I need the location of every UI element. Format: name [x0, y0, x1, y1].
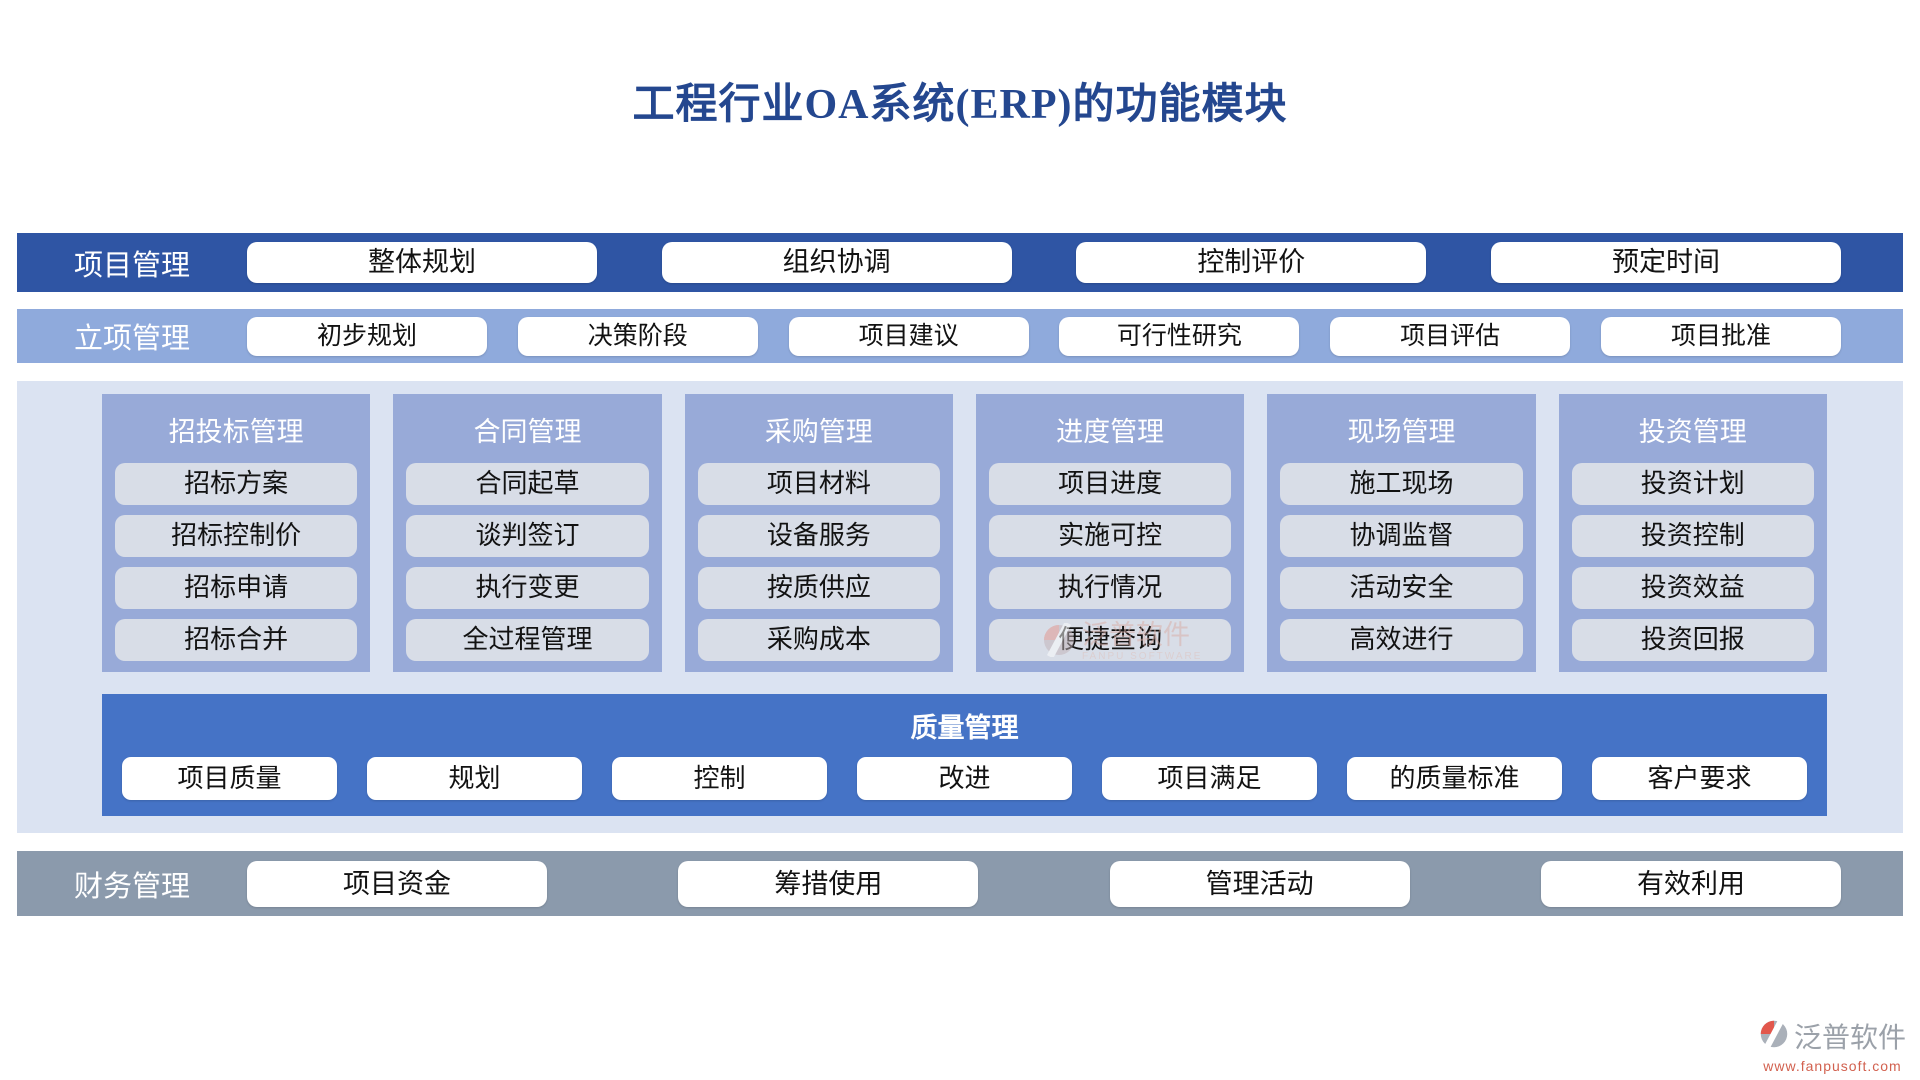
column-header: 投资管理 [1638, 417, 1747, 447]
quality-button[interactable]: 项目满足 [1102, 757, 1317, 800]
module-columns: 招投标管理 招标方案 招标控制价 招标申请 招标合并 合同管理 合同起草 谈判签… [102, 394, 1827, 672]
initiation-button[interactable]: 决策阶段 [517, 316, 758, 356]
quality-button[interactable]: 项目质量 [122, 757, 337, 800]
schedule-item-button[interactable]: 项目进度 [988, 463, 1232, 505]
project-button[interactable]: 预定时间 [1490, 242, 1841, 283]
investment-item-button[interactable]: 投资控制 [1571, 515, 1814, 557]
project-button[interactable]: 整体规划 [247, 242, 597, 283]
column-header: 招投标管理 [168, 417, 304, 447]
bidding-item-button[interactable]: 招标方案 [115, 463, 358, 505]
schedule-management-column: 进度管理 项目进度 实施可控 执行情况 便捷查询 [975, 394, 1245, 672]
quality-button[interactable]: 控制 [612, 757, 827, 800]
quality-management-band: 质量管理 项目质量 规划 控制 改进 项目满足 的质量标准 客户要求 [102, 694, 1827, 816]
site-management-column: 现场管理 施工现场 协调监督 活动安全 高效进行 [1267, 394, 1536, 672]
investment-item-button[interactable]: 投资计划 [1571, 463, 1814, 505]
project-band-label: 项目管理 [73, 249, 190, 282]
column-header: 合同管理 [473, 417, 582, 447]
procurement-item-button[interactable]: 按质供应 [697, 567, 940, 609]
finance-button[interactable]: 有效利用 [1540, 860, 1841, 907]
brand-name: 泛普软件 [1793, 1023, 1906, 1054]
site-item-button[interactable]: 协调监督 [1280, 515, 1523, 557]
finance-band-label: 财务管理 [73, 870, 190, 903]
column-header: 进度管理 [1056, 417, 1165, 447]
contract-item-button[interactable]: 全过程管理 [406, 619, 649, 661]
project-management-band: 项目管理 整体规划 组织协调 控制评价 预定时间 [17, 233, 1903, 292]
contract-item-button[interactable]: 谈判签订 [406, 515, 649, 557]
schedule-item-button[interactable]: 执行情况 [988, 567, 1232, 609]
site-item-button[interactable]: 高效进行 [1280, 619, 1523, 661]
initiation-band-label: 立项管理 [73, 323, 190, 355]
contract-management-column: 合同管理 合同起草 谈判签订 执行变更 全过程管理 [393, 394, 662, 672]
initiation-management-band: 立项管理 初步规划 决策阶段 项目建议 可行性研究 项目评估 项目批准 [17, 309, 1903, 363]
initiation-button[interactable]: 项目评估 [1330, 316, 1571, 356]
quality-button[interactable]: 的质量标准 [1347, 757, 1562, 800]
bidding-item-button[interactable]: 招标申请 [115, 567, 358, 609]
procurement-item-button[interactable]: 采购成本 [697, 619, 940, 661]
procurement-management-column: 采购管理 项目材料 设备服务 按质供应 采购成本 [684, 394, 953, 672]
investment-management-column: 投资管理 投资计划 投资控制 投资效益 投资回报 [1558, 394, 1827, 672]
bidding-management-column: 招投标管理 招标方案 招标控制价 招标申请 招标合并 [102, 394, 371, 672]
initiation-button[interactable]: 项目建议 [788, 316, 1029, 356]
site-item-button[interactable]: 活动安全 [1280, 567, 1523, 609]
project-button[interactable]: 控制评价 [1076, 242, 1427, 283]
contract-item-button[interactable]: 合同起草 [406, 463, 649, 505]
quality-band-label: 质量管理 [910, 713, 1019, 743]
initiation-button[interactable]: 可行性研究 [1059, 316, 1300, 356]
quality-button[interactable]: 改进 [857, 757, 1072, 800]
quality-button[interactable]: 规划 [367, 757, 582, 800]
contract-item-button[interactable]: 执行变更 [406, 567, 649, 609]
modules-panel: 招投标管理 招标方案 招标控制价 招标申请 招标合并 合同管理 合同起草 谈判签… [17, 381, 1903, 833]
brand-footer: 泛普软件 www.fanpusoft.com [1759, 1016, 1906, 1074]
procurement-item-button[interactable]: 设备服务 [697, 515, 940, 557]
initiation-button[interactable]: 项目批准 [1600, 316, 1841, 356]
column-header: 现场管理 [1347, 417, 1456, 447]
investment-item-button[interactable]: 投资回报 [1571, 619, 1814, 661]
site-item-button[interactable]: 施工现场 [1280, 463, 1523, 505]
initiation-band-buttons: 初步规划 决策阶段 项目建议 可行性研究 项目评估 项目批准 [247, 316, 1903, 356]
schedule-item-button[interactable]: 便捷查询 [988, 619, 1232, 661]
fanpu-logo-icon [1759, 1017, 1789, 1054]
column-header: 采购管理 [764, 417, 873, 447]
page-title: 工程行业OA系统(ERP)的功能模块 [632, 82, 1288, 128]
finance-button[interactable]: 管理活动 [1109, 860, 1410, 907]
finance-button[interactable]: 筹措使用 [678, 860, 979, 907]
bidding-item-button[interactable]: 招标合并 [115, 619, 358, 661]
finance-button[interactable]: 项目资金 [247, 860, 547, 907]
project-button[interactable]: 组织协调 [661, 242, 1012, 283]
bidding-item-button[interactable]: 招标控制价 [115, 515, 358, 557]
project-band-buttons: 整体规划 组织协调 控制评价 预定时间 [247, 242, 1903, 283]
finance-management-band: 财务管理 项目资金 筹措使用 管理活动 有效利用 [17, 851, 1903, 916]
investment-item-button[interactable]: 投资效益 [1571, 567, 1814, 609]
brand-url: www.fanpusoft.com [1763, 1058, 1902, 1074]
initiation-button[interactable]: 初步规划 [247, 316, 487, 356]
schedule-item-button[interactable]: 实施可控 [988, 515, 1232, 557]
finance-band-buttons: 项目资金 筹措使用 管理活动 有效利用 [247, 860, 1903, 907]
quality-button[interactable]: 客户要求 [1592, 757, 1807, 800]
procurement-item-button[interactable]: 项目材料 [697, 463, 940, 505]
quality-band-buttons: 项目质量 规划 控制 改进 项目满足 的质量标准 客户要求 [122, 757, 1807, 800]
